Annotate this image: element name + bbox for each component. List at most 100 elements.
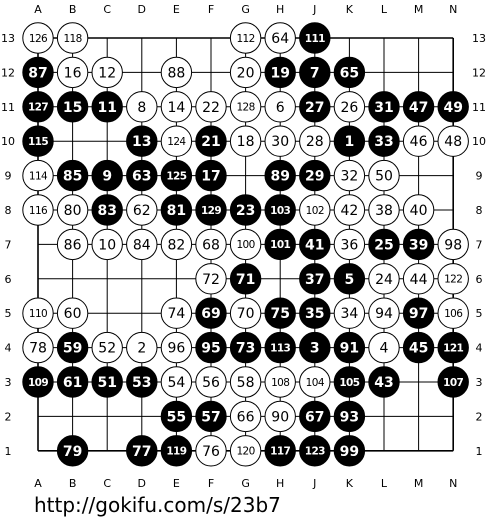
move-number: 3: [310, 341, 320, 357]
move-number: 31: [374, 100, 393, 116]
white-stone-L6: 24: [368, 263, 400, 295]
stone-disc: [333, 159, 366, 192]
move-number: 60: [64, 306, 82, 322]
col-label-D: D: [138, 477, 146, 490]
white-stone-F7: 68: [195, 228, 227, 261]
black-stone-C8: 83: [91, 194, 123, 226]
black-stone-A12: 87: [22, 56, 54, 89]
move-number: 68: [202, 237, 220, 253]
black-stone-K12: 65: [333, 56, 366, 89]
white-stone-E11: 14: [160, 91, 193, 123]
white-stone-L8: 38: [368, 194, 400, 226]
black-stone-J13: 111: [299, 22, 331, 54]
row-label-13: 13: [1, 32, 15, 45]
stone-disc: [56, 435, 89, 467]
stone-disc: [22, 366, 54, 398]
black-stone-E2: 55: [160, 400, 193, 433]
black-stone-F5: 69: [195, 297, 227, 329]
move-number: 32: [340, 169, 358, 185]
row-label-7: 7: [5, 238, 12, 251]
stone-disc: [56, 366, 89, 398]
white-stone-H3: 108: [264, 366, 296, 398]
black-stone-J11: 27: [299, 91, 331, 123]
move-number: 61: [63, 375, 82, 391]
black-stone-G4: 73: [229, 331, 262, 364]
white-stone-C4: 52: [91, 331, 123, 364]
col-label-J: J: [312, 3, 316, 16]
row-label-2: 2: [5, 410, 12, 423]
row-label-12: 12: [1, 66, 15, 79]
stone-disc: [195, 194, 227, 226]
move-number: 35: [305, 306, 324, 322]
white-stone-L4: 4: [368, 331, 400, 364]
move-number: 5: [345, 272, 355, 288]
white-stone-D4: 2: [126, 331, 158, 364]
stone-disc: [333, 366, 366, 398]
row-label-2: 2: [476, 410, 483, 423]
move-number: 71: [236, 272, 255, 288]
stone-disc: [437, 331, 469, 364]
black-stone-N4: 121: [437, 331, 469, 364]
stone-disc: [22, 297, 54, 329]
move-number: 127: [28, 102, 48, 114]
stone-disc: [264, 331, 296, 364]
stone-disc: [195, 263, 227, 295]
stone-disc: [91, 194, 123, 226]
col-label-K: K: [346, 3, 354, 16]
move-number: 94: [375, 306, 393, 322]
row-label-8: 8: [5, 204, 12, 217]
move-number: 121: [443, 342, 463, 354]
stone-disc: [195, 331, 227, 364]
stone-disc: [402, 263, 435, 295]
move-number: 34: [340, 306, 358, 322]
black-stone-K10: 1: [333, 125, 366, 157]
move-number: 107: [443, 377, 463, 389]
col-label-F: F: [208, 477, 214, 490]
stone-disc: [264, 228, 296, 261]
white-stone-D8: 62: [126, 194, 158, 226]
move-number: 59: [63, 341, 82, 357]
move-number: 30: [271, 134, 289, 150]
row-label-10: 10: [1, 135, 15, 148]
black-stone-L10: 33: [368, 125, 400, 157]
black-stone-K4: 91: [333, 331, 366, 364]
stone-disc: [229, 22, 262, 54]
black-stone-M11: 47: [402, 91, 435, 123]
move-number: 41: [305, 237, 324, 253]
stone-disc: [160, 159, 193, 192]
black-stone-J1: 123: [299, 435, 331, 467]
move-number: 81: [167, 203, 186, 219]
row-label-9: 9: [476, 170, 483, 183]
black-stone-D3: 53: [126, 366, 158, 398]
move-number: 28: [306, 134, 324, 150]
row-label-9: 9: [5, 170, 12, 183]
move-number: 65: [340, 65, 359, 81]
stone-disc: [368, 91, 400, 123]
stone-disc: [195, 400, 227, 433]
stone-disc: [160, 56, 193, 89]
move-number: 38: [375, 203, 393, 219]
move-number: 51: [97, 375, 116, 391]
stone-disc: [402, 228, 435, 261]
black-stone-M5: 97: [402, 297, 435, 329]
stone-disc: [56, 22, 89, 54]
stone-disc: [333, 91, 366, 123]
white-stone-F1: 76: [195, 435, 227, 467]
black-stone-F10: 21: [195, 125, 227, 157]
stone-disc: [229, 56, 262, 89]
black-stone-J6: 37: [299, 263, 331, 295]
move-number: 46: [410, 134, 428, 150]
move-number: 58: [237, 375, 255, 391]
black-stone-K2: 93: [333, 400, 366, 433]
move-number: 72: [202, 272, 220, 288]
white-stone-D7: 84: [126, 228, 158, 261]
stone-disc: [264, 56, 296, 89]
col-label-K: K: [346, 477, 354, 490]
move-number: 93: [340, 409, 359, 425]
move-number: 120: [236, 446, 254, 458]
move-number: 129: [201, 205, 221, 217]
stone-disc: [56, 228, 89, 261]
stone-disc: [160, 400, 193, 433]
stone-disc: [126, 366, 158, 398]
white-stone-G2: 66: [229, 400, 262, 433]
